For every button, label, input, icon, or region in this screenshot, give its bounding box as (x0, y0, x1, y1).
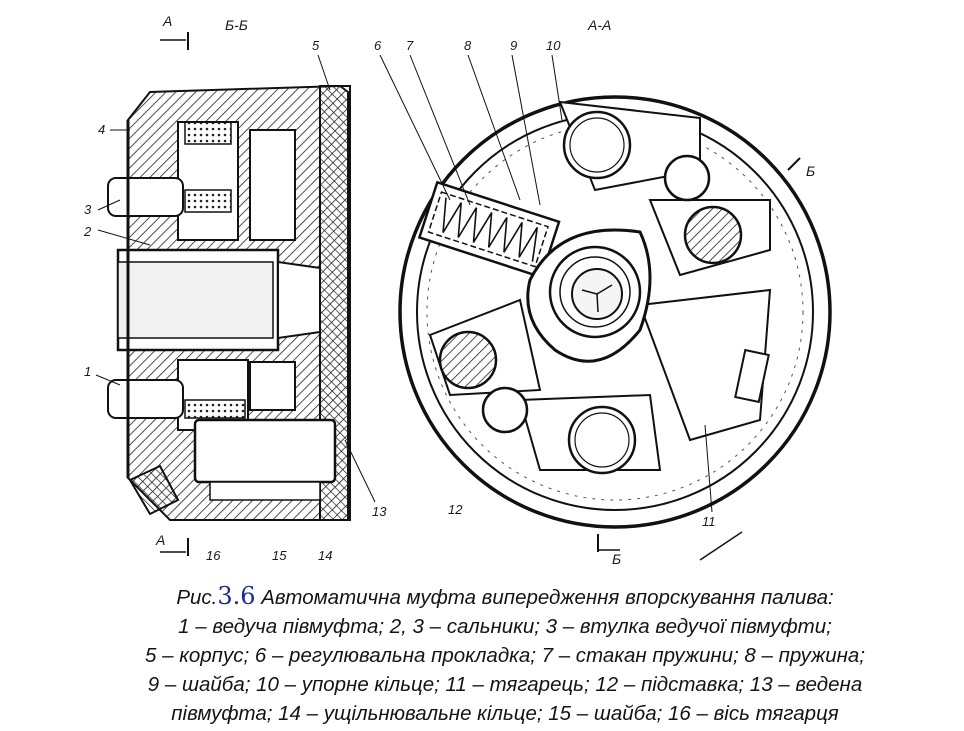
part-label-14: 14 (318, 548, 332, 563)
part-label-15: 15 (272, 548, 287, 563)
arrow-b-right: Б (806, 163, 815, 179)
part-label-13: 13 (372, 504, 387, 519)
part-label-7: 7 (406, 38, 414, 53)
part-label-9: 9 (510, 38, 517, 53)
caption-line-3: 5 – корпус; 6 – регулювальна прокладка; … (145, 644, 865, 667)
arrow-a-bottom: А (155, 532, 165, 548)
caption-line-4: 9 – шайба; 10 – упорне кільце; 11 – тяга… (147, 673, 863, 696)
part-label-5: 5 (312, 38, 320, 53)
caption-title: Автоматична муфта випередження впорскува… (255, 586, 834, 609)
coupling-drawing: А А Б-Б А-А Б Б 1 2 3 4 5 6 7 8 9 10 11 … (83, 13, 832, 567)
part-label-2: 2 (83, 224, 92, 239)
part-label-16: 16 (206, 548, 221, 563)
part-label-10: 10 (546, 38, 561, 53)
caption-prefix: Рис. (176, 586, 218, 609)
caption-line-5: півмуфта; 14 – ущільнювальне кільце; 15 … (171, 702, 839, 725)
caption-title-line: Рис.3.6 Автоматична муфта випередження в… (60, 582, 950, 612)
section-labels: А А Б-Б А-А Б Б (155, 13, 815, 567)
part-label-4: 4 (98, 122, 105, 137)
left-cut-label: Б-Б (225, 17, 248, 33)
part-number-labels: 1 2 3 4 5 6 7 8 9 10 11 12 13 14 15 16 (83, 38, 716, 563)
right-cut-label: А-А (587, 17, 611, 33)
part-label-8: 8 (464, 38, 472, 53)
figure-caption: Рис.3.6 Автоматична муфта випередження в… (60, 582, 950, 728)
part-label-6: 6 (374, 38, 382, 53)
part-label-11: 11 (702, 514, 716, 529)
arrow-b-bottom: Б (612, 551, 621, 567)
right-front-view (379, 54, 832, 561)
figure-number: 3.6 (217, 582, 256, 610)
arrow-a-top: А (162, 13, 172, 29)
left-section-view (95, 32, 376, 556)
part-label-3: 3 (84, 202, 92, 217)
part-label-1: 1 (84, 364, 91, 379)
part-label-12: 12 (448, 502, 463, 517)
caption-line-2: 1 – ведуча півмуфта; 2, 3 – сальники; 3 … (178, 615, 832, 638)
